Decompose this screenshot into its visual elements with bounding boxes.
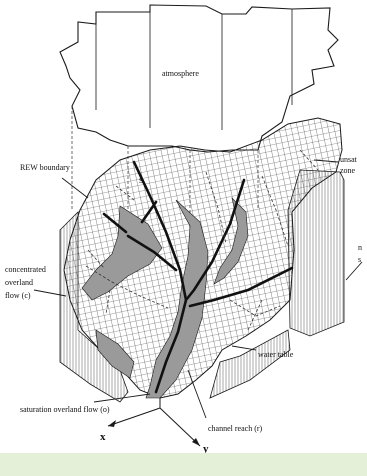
concentrated-label-2: overland <box>5 278 33 287</box>
atmosphere-label: atmosphere <box>162 69 199 78</box>
axis-x-label: x <box>100 431 106 443</box>
channel-reach-label: channel reach (r) <box>208 424 263 433</box>
rew-boundary-label: REW boundary <box>20 163 70 172</box>
right-edge-label-1: n <box>358 243 362 252</box>
unsat-zone-label-1: unsat <box>340 155 358 164</box>
footer-strip <box>0 453 367 476</box>
rew-boundary-leader <box>62 178 88 198</box>
coordinate-axes: x y <box>100 398 209 455</box>
right-edge-leader <box>346 262 362 280</box>
concentrated-label-3: flow (c) <box>5 291 31 300</box>
unsat-zone-label-2: zone <box>340 166 356 175</box>
s-marker-label: s <box>139 174 143 186</box>
water-table-label: water table <box>258 350 294 359</box>
saturation-flow-label: saturation overland flow (o) <box>20 405 110 414</box>
right-edge-label-2: s <box>358 255 361 264</box>
water-table-leader <box>232 346 256 350</box>
concentrated-label-1: concentrated <box>5 265 46 274</box>
